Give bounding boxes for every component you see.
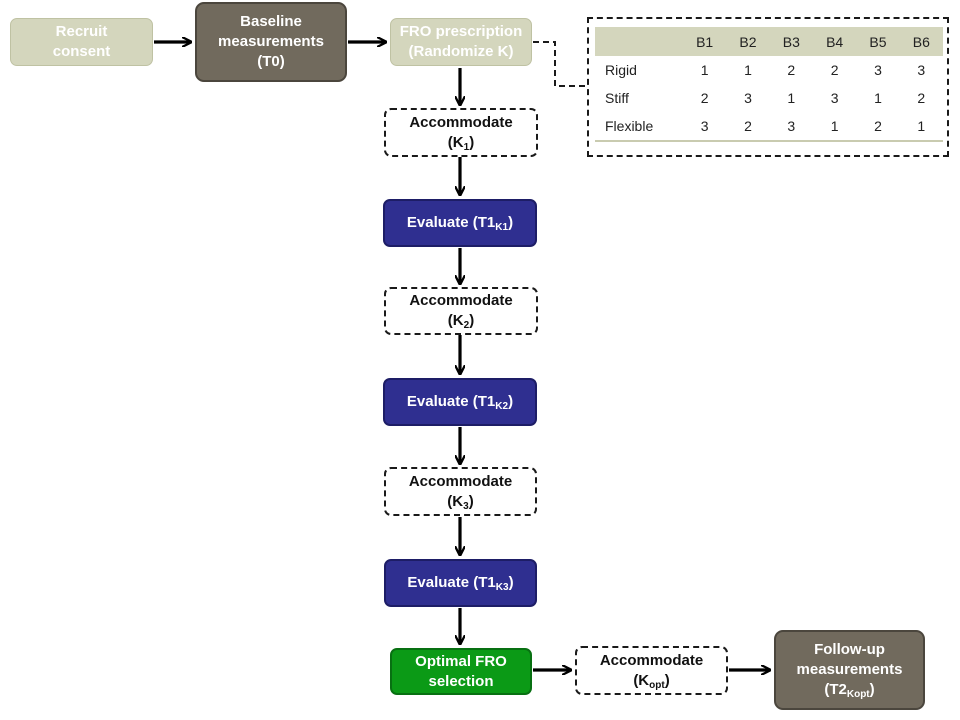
baseline-line1: Baseline bbox=[240, 13, 302, 30]
accommodate-k3-value: (K3) bbox=[447, 492, 474, 512]
table-cell: 3 bbox=[874, 62, 882, 78]
table-header-cell: B6 bbox=[912, 33, 930, 50]
table-header-cell bbox=[595, 27, 683, 56]
table-row: Stiff 2 3 1 3 1 2 bbox=[595, 84, 943, 112]
accommodate-kopt-value: (Kopt) bbox=[633, 671, 670, 691]
followup-line1: Follow-up bbox=[814, 641, 885, 658]
fro-prescription-box: FRO prescription (Randomize K) bbox=[390, 18, 532, 66]
table-row-label: Flexible bbox=[595, 112, 683, 142]
accommodate-kopt-box: Accommodate (Kopt) bbox=[575, 646, 728, 695]
accommodate-k2-label: Accommodate bbox=[409, 292, 513, 309]
table-cell: 3 bbox=[830, 90, 839, 106]
randomization-table: B1 B2 B3 B4 B5 B6 Rigid 1 1 2 2 3 3 Stif… bbox=[595, 27, 943, 142]
recruit-line2: consent bbox=[52, 43, 111, 60]
table-cell: 2 bbox=[787, 62, 796, 78]
recruit-consent-box: Recruit consent bbox=[10, 18, 153, 66]
table-cell: 2 bbox=[917, 90, 926, 106]
evaluate-k3-box: Evaluate (T1K3) bbox=[384, 559, 537, 607]
optimal-line2: selection bbox=[428, 672, 494, 690]
table-header-cell: B5 bbox=[869, 33, 887, 50]
table-cell: 1 bbox=[899, 112, 943, 142]
table-cell: 2 bbox=[726, 112, 770, 142]
recruit-line1: Recruit bbox=[55, 23, 108, 40]
table-cell: 3 bbox=[744, 90, 752, 106]
table-header-cell: B4 bbox=[826, 33, 844, 50]
accommodate-k2-value: (K2) bbox=[447, 312, 475, 331]
followup-line3: (T2Kopt) bbox=[824, 681, 875, 700]
optimal-line1: Optimal FRO bbox=[415, 652, 507, 670]
table-row: Rigid 1 1 2 2 3 3 bbox=[595, 56, 943, 84]
table-header-row: B1 B2 B3 B4 B5 B6 bbox=[595, 27, 943, 56]
table-row-label: Rigid bbox=[605, 62, 637, 78]
table-cell: 1 bbox=[787, 90, 796, 106]
accommodate-k2-box: Accommodate (K2) bbox=[384, 287, 538, 335]
table-cell: 1 bbox=[700, 62, 709, 78]
optimal-fro-selection-box: Optimal FRO selection bbox=[390, 648, 532, 695]
baseline-measurements-box: Baseline measurements (T0) bbox=[195, 2, 347, 82]
followup-measurements-box: Follow-up measurements (T2Kopt) bbox=[774, 630, 925, 710]
evaluate-k1-box: Evaluate (T1K1) bbox=[383, 199, 537, 247]
table-cell: 1 bbox=[812, 112, 857, 142]
table-header-cell: B2 bbox=[739, 33, 757, 50]
baseline-line3: (T0) bbox=[257, 53, 285, 70]
table-cell: 2 bbox=[856, 112, 900, 142]
table-cell: 1 bbox=[874, 90, 882, 106]
table-callout-connector bbox=[533, 41, 587, 87]
accommodate-kopt-label: Accommodate bbox=[599, 651, 704, 669]
table-cell: 1 bbox=[744, 62, 752, 78]
table-header-cell: B1 bbox=[696, 33, 714, 50]
table-cell: 3 bbox=[917, 62, 926, 78]
accommodate-k3-box: Accommodate (K3) bbox=[384, 467, 537, 516]
table-cell: 3 bbox=[769, 112, 813, 142]
table-cell: 2 bbox=[700, 90, 709, 106]
fro-line1: FRO prescription bbox=[399, 23, 523, 40]
table-header-cell: B3 bbox=[782, 33, 800, 50]
accommodate-k1-value: (K1) bbox=[447, 133, 475, 153]
table-cell: 3 bbox=[683, 112, 727, 142]
accommodate-k1-box: Accommodate (K1) bbox=[384, 108, 538, 157]
accommodate-k3-label: Accommodate bbox=[408, 472, 513, 490]
evaluate-k3-label: Evaluate (T1K3) bbox=[407, 574, 514, 593]
fro-line2: (Randomize K) bbox=[408, 43, 514, 60]
followup-line2: measurements bbox=[796, 661, 903, 678]
table-row-label: Stiff bbox=[605, 90, 629, 106]
evaluate-k2-box: Evaluate (T1K2) bbox=[383, 378, 537, 426]
baseline-line2: measurements bbox=[218, 33, 324, 50]
table-cell: 2 bbox=[830, 62, 839, 78]
accommodate-k1-label: Accommodate bbox=[409, 113, 513, 131]
evaluate-k2-label: Evaluate (T1K2) bbox=[406, 393, 514, 412]
evaluate-k1-label: Evaluate (T1K1) bbox=[406, 214, 514, 233]
table-row: Flexible 3 2 3 1 2 1 bbox=[595, 112, 943, 142]
